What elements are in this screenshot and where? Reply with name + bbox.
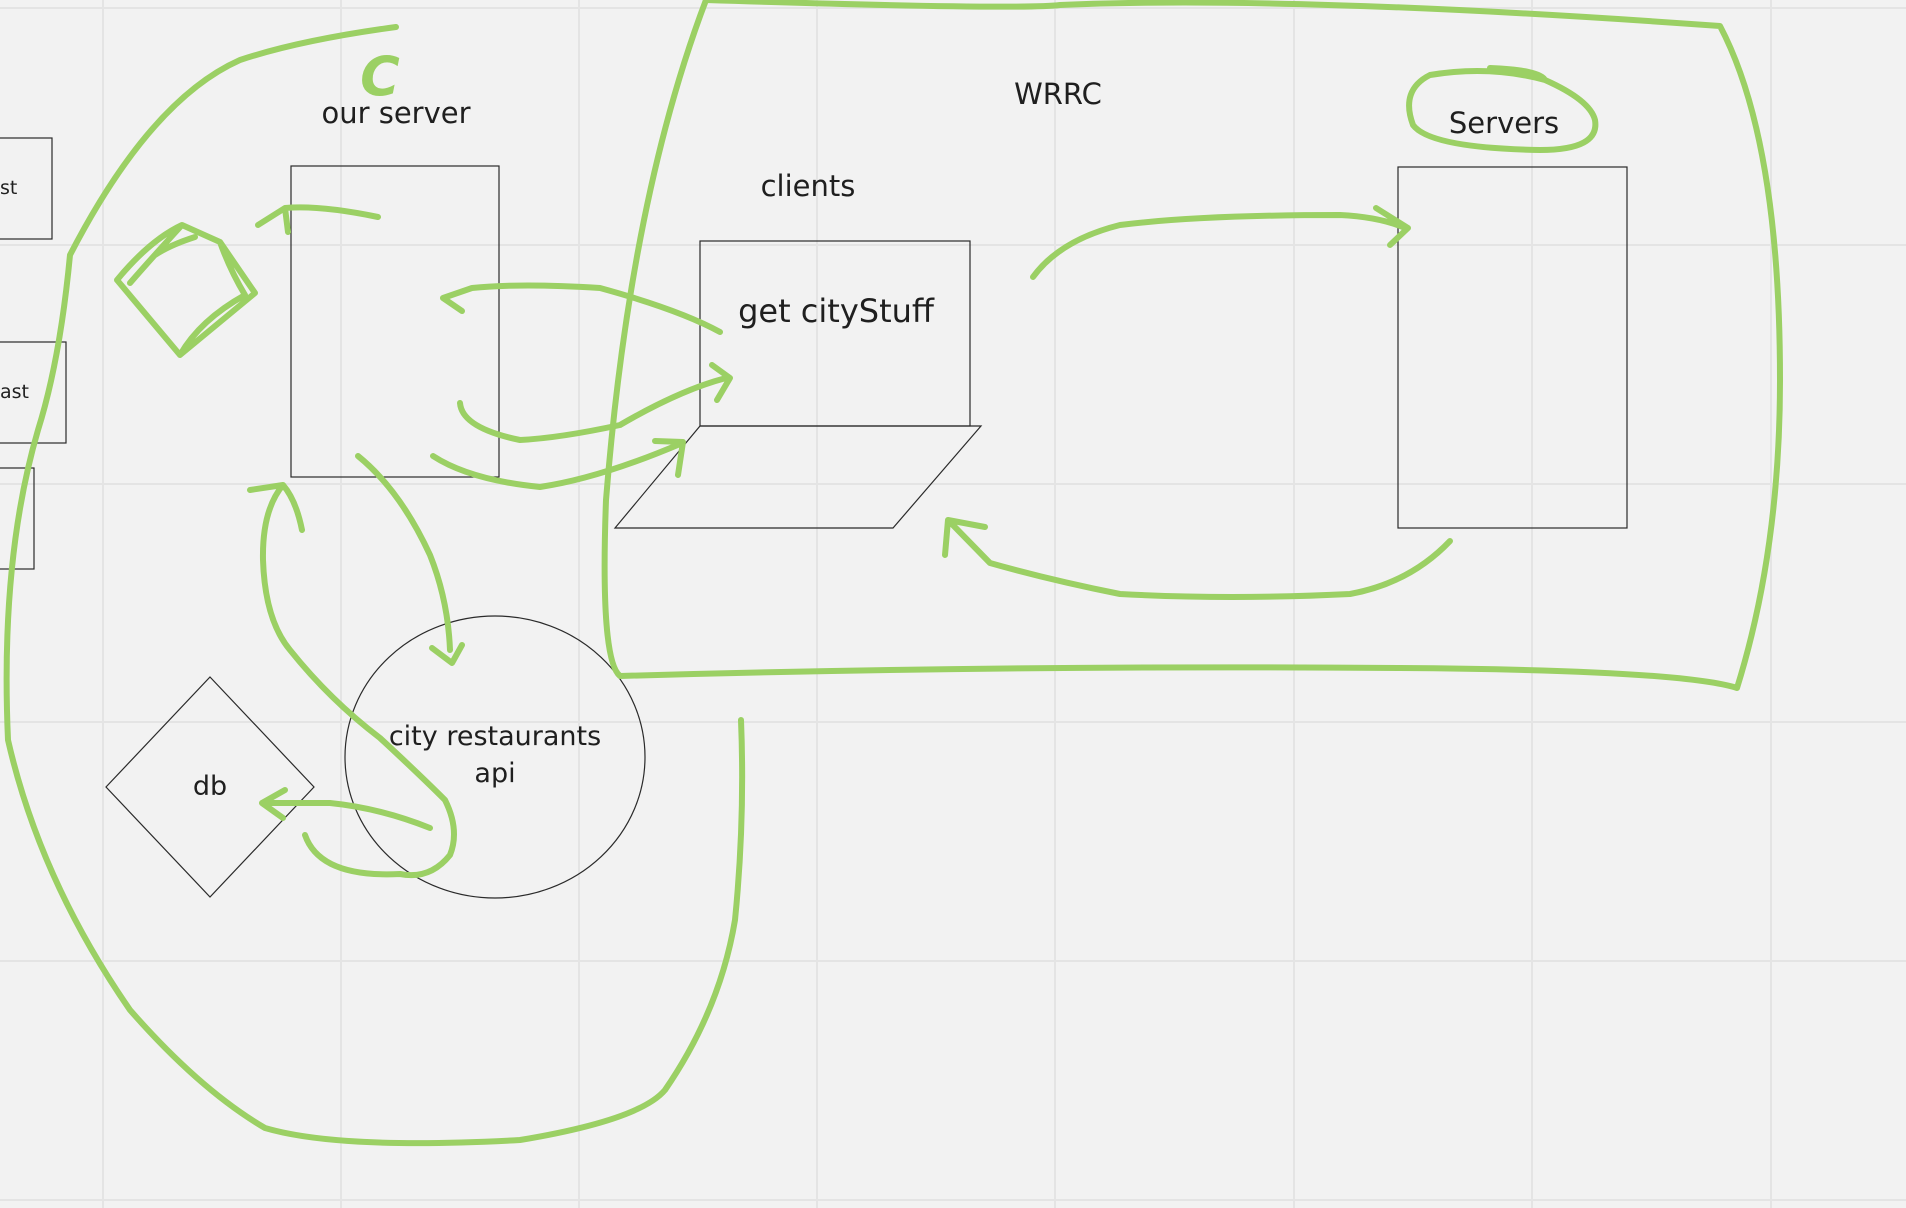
- db-label: db: [193, 771, 227, 802]
- client-screen-box[interactable]: [699, 240, 971, 427]
- our-server-box[interactable]: [290, 165, 500, 478]
- city-api-label-line1: city restaurants: [389, 721, 601, 752]
- partial-box-3[interactable]: [0, 467, 35, 570]
- clients-label: clients: [761, 169, 856, 203]
- arrow-clients-to-servers-stroke: [1030, 205, 1411, 280]
- wrrc-label: WRRC: [1014, 77, 1102, 111]
- our-server-boundary-stroke: [3, 24, 746, 1147]
- client-laptop-base[interactable]: [613, 425, 983, 529]
- servers-box[interactable]: [1397, 166, 1628, 529]
- partial-box-1-label: st: [0, 177, 17, 199]
- db-diamond[interactable]: [105, 676, 315, 898]
- arrow-server-to-api-stroke: [355, 453, 465, 666]
- partial-box-2[interactable]: [0, 341, 67, 444]
- servers-label: Servers: [1449, 106, 1559, 140]
- arrow-server-to-client-1-stroke: [457, 362, 733, 443]
- box-doodle-stroke: [114, 222, 258, 358]
- arrow-servers-to-clients-stroke: [942, 517, 1453, 600]
- green-ink-annotations: [3, 0, 1783, 1147]
- get-citystuff-label: get cityStuff: [738, 292, 935, 330]
- partial-box-2-label: ast: [0, 381, 29, 403]
- arrow-client-to-server-stroke: [440, 282, 723, 335]
- wrrc-boundary-stroke: [601, 0, 1783, 691]
- c-mark-annotation: C: [360, 45, 400, 108]
- servers-label-circle-stroke: [1406, 65, 1599, 153]
- arrow-server-left-stroke: [255, 204, 381, 235]
- arrow-server-to-client-2-stroke: [430, 438, 686, 490]
- our-server-label: our server: [321, 96, 470, 130]
- city-api-label-line2: api: [474, 758, 515, 789]
- partial-box-1[interactable]: [0, 137, 53, 240]
- arrow-api-to-db-stroke: [259, 787, 433, 831]
- arrow-api-to-server-stroke: [247, 482, 457, 879]
- city-restaurants-api-ellipse[interactable]: [344, 615, 646, 899]
